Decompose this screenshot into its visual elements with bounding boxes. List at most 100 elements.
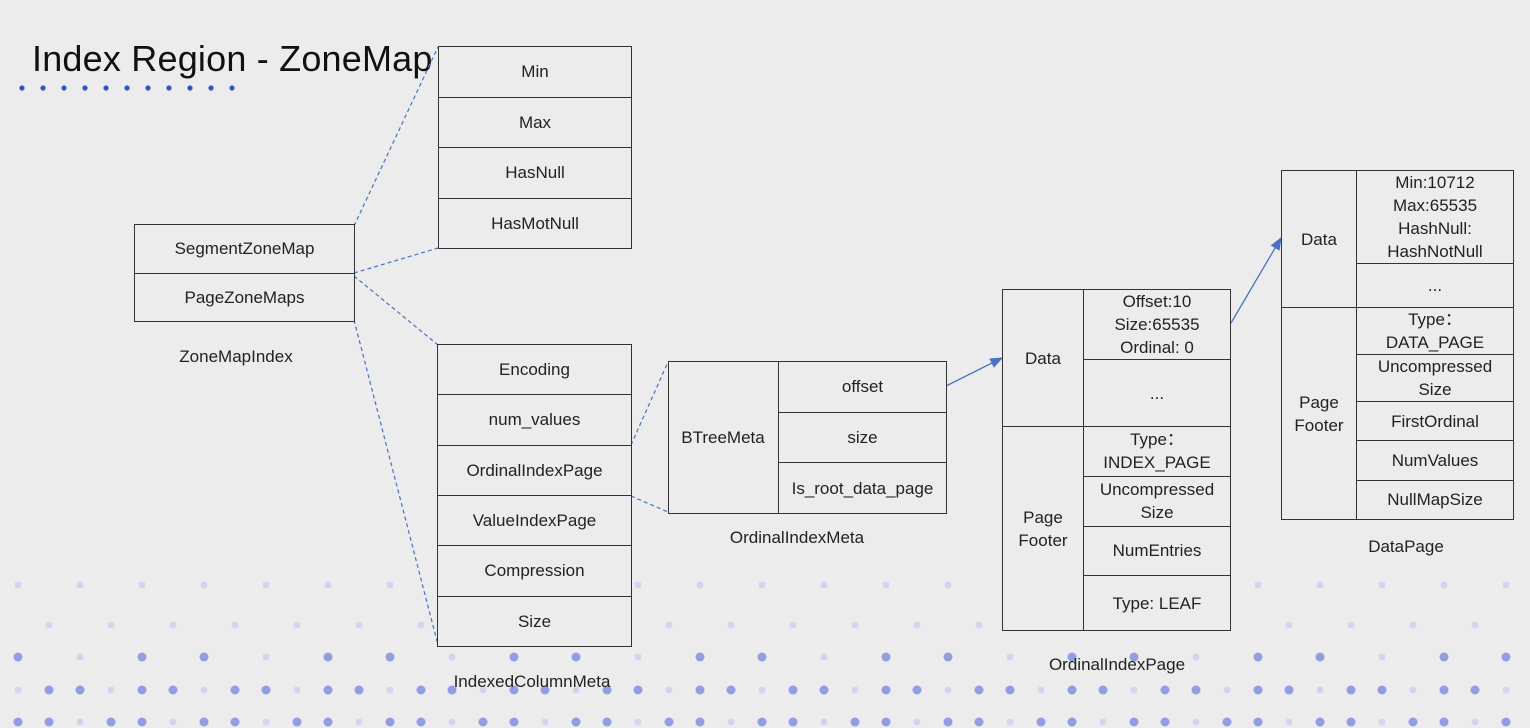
background-dot: [695, 652, 705, 662]
background-dot: [943, 652, 953, 662]
background-dot: [1378, 581, 1386, 589]
background-dot: [757, 717, 767, 727]
background-dot: [696, 581, 704, 589]
background-dot: [541, 718, 549, 726]
background-dot: [1347, 621, 1355, 629]
field-compression: Compression: [438, 545, 631, 595]
background-dot: [726, 685, 736, 695]
background-dot: [1130, 686, 1138, 694]
field-btree-size: size: [779, 411, 946, 463]
background-dot: [199, 652, 209, 662]
datapage-footer-type: Type： DATA_PAGE: [1385, 310, 1485, 352]
connector-ordinalindexpage-bottom: [630, 495, 669, 513]
background-dot: [944, 686, 952, 694]
background-dot: [1254, 581, 1262, 589]
datapage-footer-nullmapsize: NullMapSize: [1357, 479, 1513, 519]
datapage-footer-firstordinal: FirstOrdinal: [1357, 401, 1513, 440]
background-dot: [323, 717, 333, 727]
background-dot: [727, 718, 735, 726]
background-dot: [913, 718, 921, 726]
background-dot: [1439, 717, 1449, 727]
background-dot: [448, 653, 456, 661]
background-dot: [1160, 685, 1170, 695]
background-dot: [1067, 685, 1077, 695]
background-dot: [1501, 717, 1511, 727]
btreemeta-fields-box: offset size Is_root_data_page: [778, 361, 947, 514]
background-dot: [572, 686, 580, 694]
ordinal-footer-numentries: NumEntries: [1084, 525, 1230, 576]
background-dot: [665, 686, 673, 694]
title-underline-dot: [103, 85, 109, 91]
background-dot: [850, 717, 860, 727]
background-dot: [509, 717, 519, 727]
field-num-values: num_values: [438, 394, 631, 444]
background-dot: [1470, 685, 1480, 695]
ordinal-data-entries: Offset:10 Size:65535 Ordinal: 0 ...: [1083, 289, 1231, 427]
field-segmentzonemap: SegmentZoneMap: [174, 239, 315, 259]
background-dot: [1253, 685, 1263, 695]
background-dot: [820, 653, 828, 661]
background-dot: [324, 581, 332, 589]
background-dot: [1099, 718, 1107, 726]
background-dot: [1315, 652, 1325, 662]
arrow-offset-to-data: [945, 357, 1004, 387]
background-dot: [1502, 686, 1510, 694]
background-dot: [44, 685, 54, 695]
connector-pagezonemaps-bottom: [353, 319, 439, 646]
background-dot: [944, 581, 952, 589]
title-underline-dot: [229, 85, 235, 91]
field-ordinalindexpage: OrdinalIndexPage: [438, 444, 631, 495]
datapage-footer-label: Page Footer: [1294, 392, 1344, 435]
background-dot: [1377, 685, 1387, 695]
field-encoding: Encoding: [499, 360, 570, 380]
background-dot: [820, 581, 828, 589]
background-dot: [355, 718, 363, 726]
background-dot: [943, 717, 953, 727]
field-offset: offset: [841, 377, 884, 397]
field-is-root-data-page: Is_root_data_page: [779, 462, 946, 513]
background-dot: [540, 685, 550, 695]
ordinal-index-page-label: OrdinalIndexPage: [1048, 655, 1186, 674]
background-dot: [1285, 718, 1293, 726]
title-underline-dot: [61, 85, 67, 91]
background-dot: [602, 685, 612, 695]
background-dot: [820, 718, 828, 726]
ordinal-data-entry: Offset:10 Size:65535 Ordinal: 0: [1114, 292, 1200, 357]
title-underline-dot: [124, 85, 130, 91]
datapage-footer-uncompressed-size: Uncompressed Size: [1357, 354, 1513, 401]
background-dot: [788, 717, 798, 727]
background-dot: [386, 581, 394, 589]
field-pagezonemaps: PageZoneMaps: [135, 272, 354, 322]
ordinal-footer-uncompressed-size: Uncompressed Size: [1084, 475, 1230, 526]
background-dot: [758, 581, 766, 589]
background-dot: [881, 652, 891, 662]
background-dot: [1409, 621, 1417, 629]
background-dot: [13, 717, 23, 727]
btreemeta-label: BTreeMeta: [681, 428, 765, 447]
background-dot: [76, 653, 84, 661]
background-dot: [45, 621, 53, 629]
background-dot: [293, 621, 301, 629]
background-dot: [757, 652, 767, 662]
ordinal-footer-fields: Type： INDEX_PAGE Uncompressed Size NumEn…: [1083, 426, 1231, 631]
background-dot: [1223, 686, 1231, 694]
background-dot: [819, 685, 829, 695]
background-dot: [1346, 685, 1356, 695]
data-page-label: DataPage: [1368, 537, 1444, 556]
background-dot: [851, 686, 859, 694]
background-dot: [1378, 653, 1386, 661]
background-dot: [448, 718, 456, 726]
background-dot: [882, 581, 890, 589]
title-underline-dot: [145, 85, 151, 91]
background-dot: [1316, 581, 1324, 589]
ordinal-footer-type-leaf: Type: LEAF: [1084, 575, 1230, 630]
indexed-column-meta-label: IndexedColumnMeta: [453, 672, 611, 691]
background-dot: [1160, 717, 1170, 727]
background-dot: [44, 717, 54, 727]
datapage-footer-fields: Type： DATA_PAGE Uncompressed Size FirstO…: [1356, 307, 1514, 520]
background-dot: [1129, 652, 1139, 662]
zone-field-min: Min: [521, 62, 549, 82]
ordinal-footer-label: Page Footer: [1018, 507, 1068, 550]
